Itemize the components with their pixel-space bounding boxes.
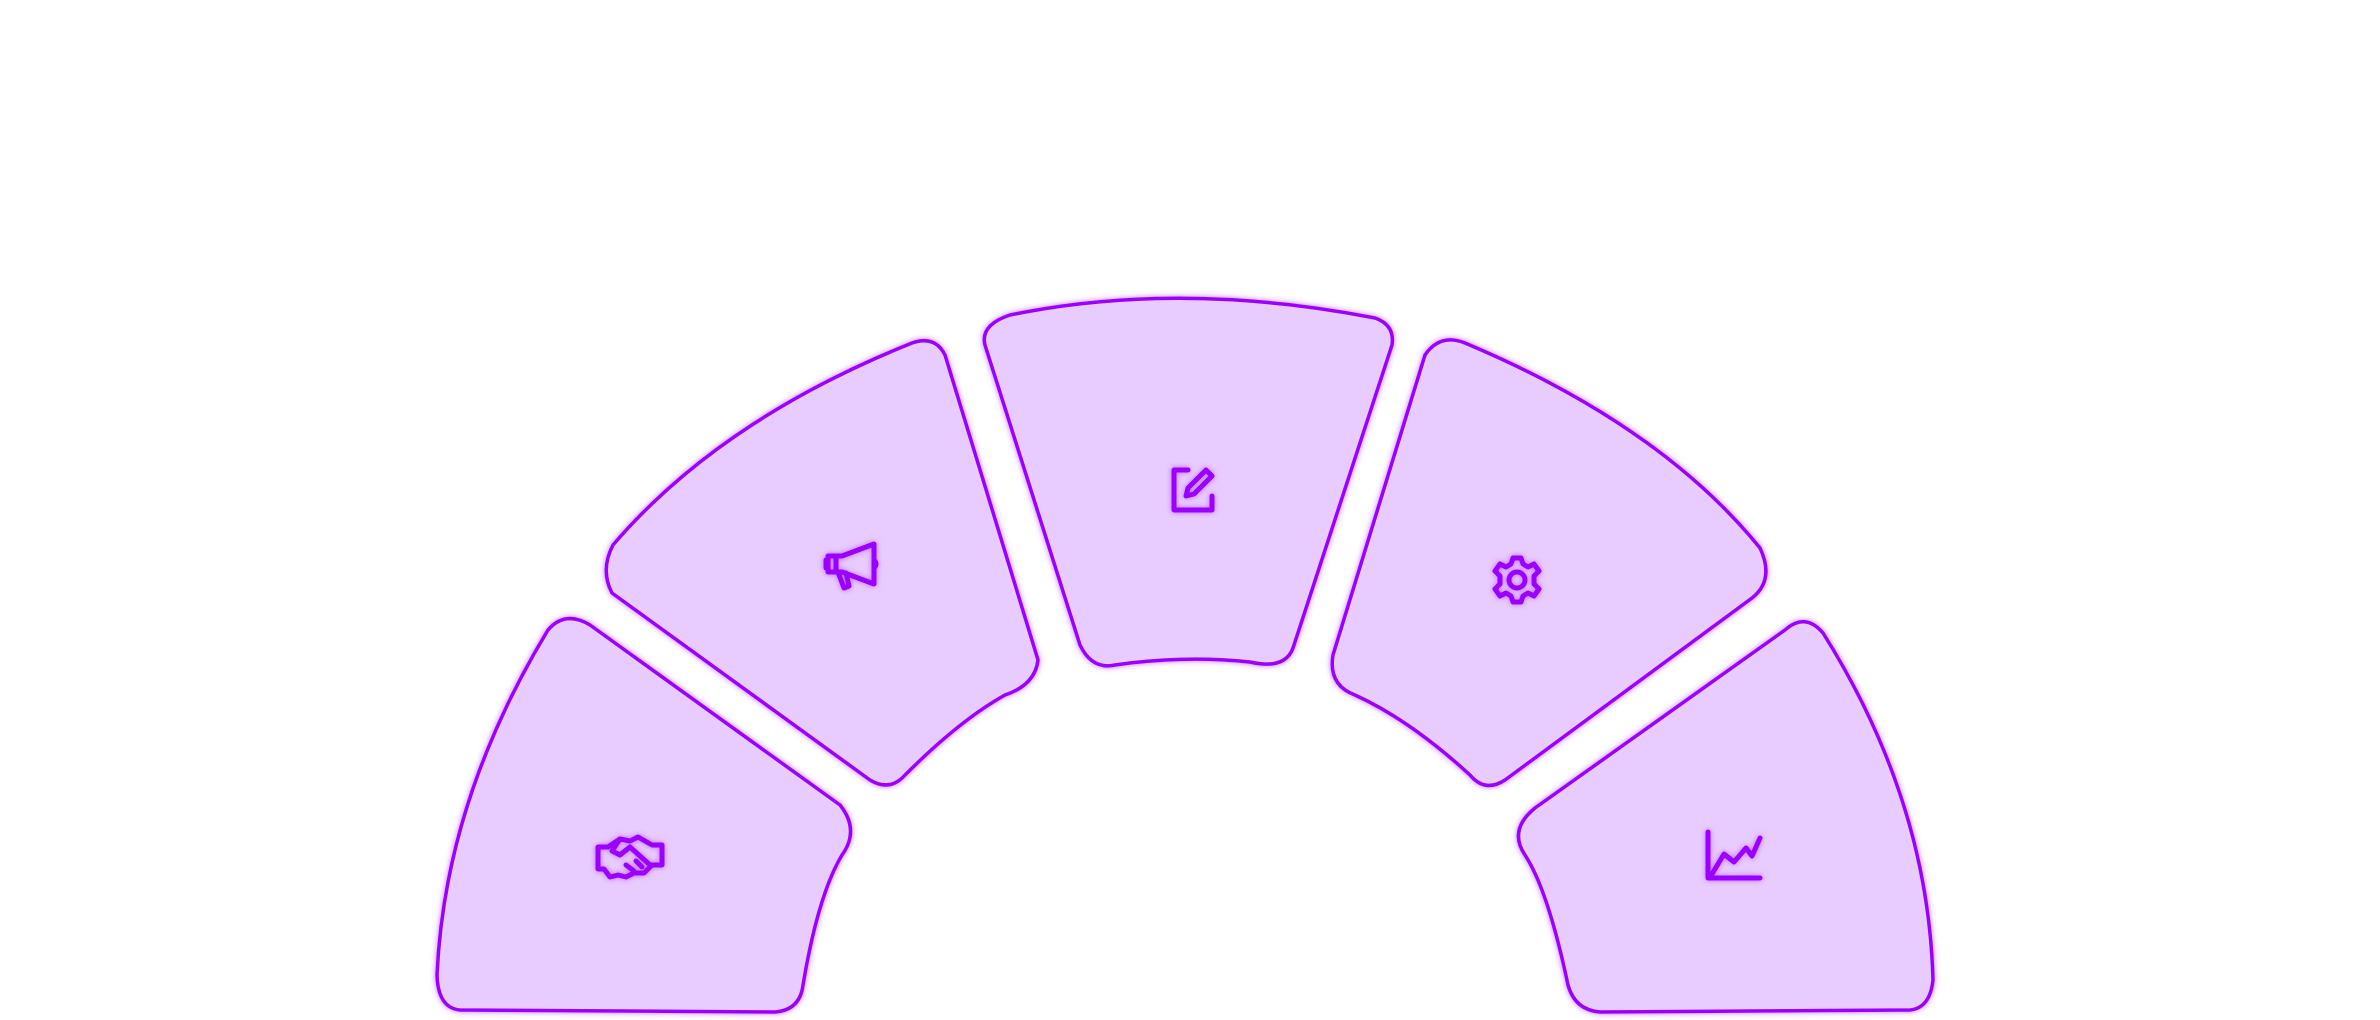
handshake-icon bbox=[595, 834, 665, 880]
megaphone-icon bbox=[823, 541, 879, 591]
segment-marketing[interactable] bbox=[604, 339, 1040, 787]
segment-partnership[interactable] bbox=[435, 616, 853, 1014]
segment-marketing-shape bbox=[604, 339, 1040, 787]
segment-settings-shape bbox=[1330, 338, 1768, 788]
edit-icon bbox=[1171, 467, 1215, 513]
segment-analytics[interactable] bbox=[1516, 620, 1935, 1014]
line-chart-icon bbox=[1705, 829, 1763, 881]
segment-settings[interactable] bbox=[1330, 338, 1768, 788]
segment-edit[interactable] bbox=[982, 296, 1395, 668]
segment-analytics-shape bbox=[1516, 620, 1935, 1014]
segment-partnership-shape bbox=[435, 616, 853, 1014]
gear-icon bbox=[1492, 555, 1542, 605]
segment-edit-shape bbox=[982, 296, 1395, 668]
